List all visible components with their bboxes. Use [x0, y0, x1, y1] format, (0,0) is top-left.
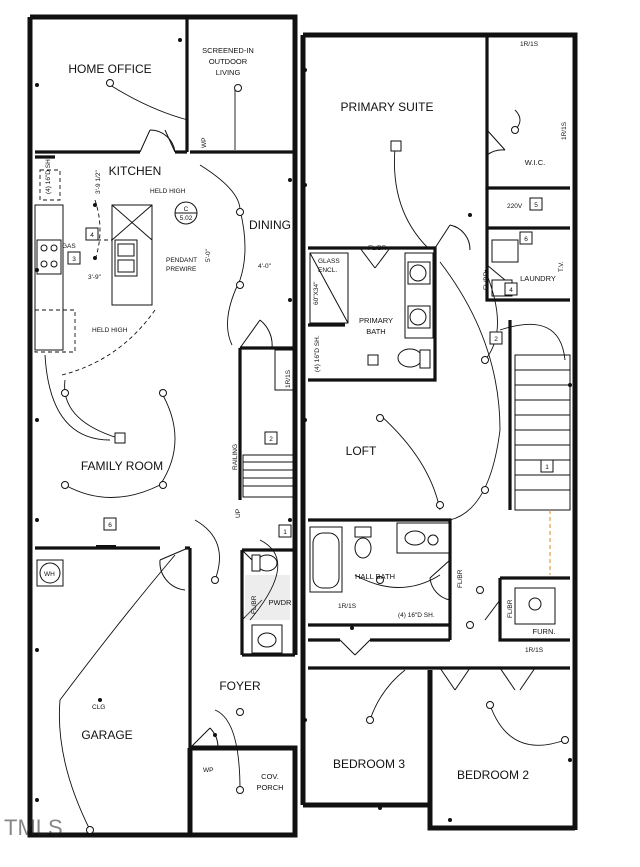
note-r1-s-wic-side: 1R/1S [561, 121, 568, 140]
note-wh: WH [44, 571, 55, 578]
note-ref-c: C [184, 206, 189, 213]
note-pendant: PENDANT [166, 257, 197, 264]
note-fl-br-hall: FL/BR [457, 569, 464, 588]
note-glass-encl: GLASS [318, 258, 340, 265]
note-r1-s-hall: 1R/1S [338, 603, 357, 610]
room-foyer: FOYER [219, 679, 261, 693]
note-up: UP [235, 509, 242, 518]
plan-notes: HELD HIGH HELD HIGH PENDANT PREWIRE 3'-9… [44, 41, 568, 774]
tag-1-stair: 1 [283, 529, 287, 536]
room-kitchen: KITCHEN [109, 164, 162, 178]
outlets [35, 38, 572, 834]
room-screened-in: SCREENED-IN [202, 46, 254, 55]
room-cov-porch-2: PORCH [256, 783, 283, 792]
note-r1-s-bed2: 1R/1S [525, 647, 544, 654]
interior-walls-first [35, 17, 295, 835]
room-screened-in-2: OUTDOOR [209, 57, 248, 66]
doors [139, 129, 536, 749]
tag-4-kitchen: 4 [90, 232, 94, 239]
tag-5-laundry: 5 [534, 202, 538, 209]
stairs [242, 349, 571, 575]
note-prewire: PREWIRE [166, 266, 197, 273]
room-laundry: LAUNDRY [520, 274, 556, 283]
note-ref-sheet: 5.02 [180, 215, 193, 222]
room-screened-in-3: LIVING [216, 68, 241, 77]
room-primary-bath-2: BATH [366, 327, 385, 336]
note-dim-3-9: 3'-9" [88, 274, 102, 281]
tag-2-stair: 2 [269, 436, 273, 443]
room-wic: W.I.C. [525, 158, 545, 167]
tag-4-laundry: 4 [509, 287, 513, 294]
room-dining: DINING [249, 218, 291, 232]
room-bedroom2: BEDROOM 2 [457, 768, 529, 782]
room-furn: FURN. [533, 627, 556, 636]
note-r1-s-wic: 1R/1S [520, 41, 539, 48]
note-shelf-loft: (4) 16"D SH. [398, 612, 435, 619]
room-home-office: HOME OFFICE [68, 62, 151, 76]
note-r1-s-stair: 1R/1S [285, 369, 292, 388]
note-railing: RAILING [232, 444, 239, 470]
wiring [44, 84, 566, 831]
note-shelf-kitchen: (4) 16"D SH. [45, 157, 52, 194]
tag-6-family: 6 [108, 522, 112, 529]
tag-1-loft: 1 [545, 464, 549, 471]
tag-3-kitchen: 3 [72, 256, 76, 263]
room-loft: LOFT [346, 444, 377, 458]
note-held-high-top: HELD HIGH [150, 188, 186, 195]
interior-walls-second [308, 35, 570, 670]
note-glass-encl-2: ENCL. [318, 267, 337, 274]
note-wp-bottom: WP [203, 767, 213, 774]
tag-6-laundry: 6 [524, 236, 528, 243]
note-gas: GAS [62, 243, 76, 250]
note-fl-br-laundry: FL/BR [483, 271, 490, 290]
tags [67, 197, 554, 538]
room-hall-bath: HALL BATH [355, 572, 395, 581]
note-dim-5-0: 5'-0" [205, 248, 212, 262]
room-labels: HOME OFFICE SCREENED-IN OUTDOOR LIVING K… [68, 46, 556, 792]
note-dryer-220v: 220V [507, 203, 523, 210]
room-family-room: FAMILY ROOM [81, 459, 163, 473]
tag-2-loft: 2 [494, 336, 498, 343]
room-cov-porch: COV. [261, 772, 279, 781]
note-dim-4-0: 4'-0" [258, 263, 272, 270]
room-primary-suite: PRIMARY SUITE [341, 100, 434, 114]
note-shelf-primary: (4) 16"D SH. [314, 335, 321, 372]
kitchen-fixtures [34, 169, 153, 353]
room-primary-bath: PRIMARY [359, 316, 393, 325]
note-shower-size: 60"X34" [313, 281, 320, 305]
note-fl-br-pwdr: FL/BR [251, 595, 258, 614]
note-fl-br-primary: FL/BR [368, 245, 387, 252]
room-garage: GARAGE [81, 728, 132, 742]
room-pwdr: PWDR [269, 598, 292, 607]
note-dim-3-9-half: 3'-9 1/2" [95, 170, 102, 194]
note-clg: CLG [92, 704, 105, 711]
watermark: TMLS [4, 815, 63, 840]
note-held-high-bottom: HELD HIGH [92, 327, 128, 334]
note-wp-top: WP [201, 138, 208, 148]
room-bedroom3: BEDROOM 3 [333, 757, 405, 771]
note-tv: T.V. [558, 261, 565, 272]
note-fl-br-furn: FL/BR [507, 599, 514, 618]
